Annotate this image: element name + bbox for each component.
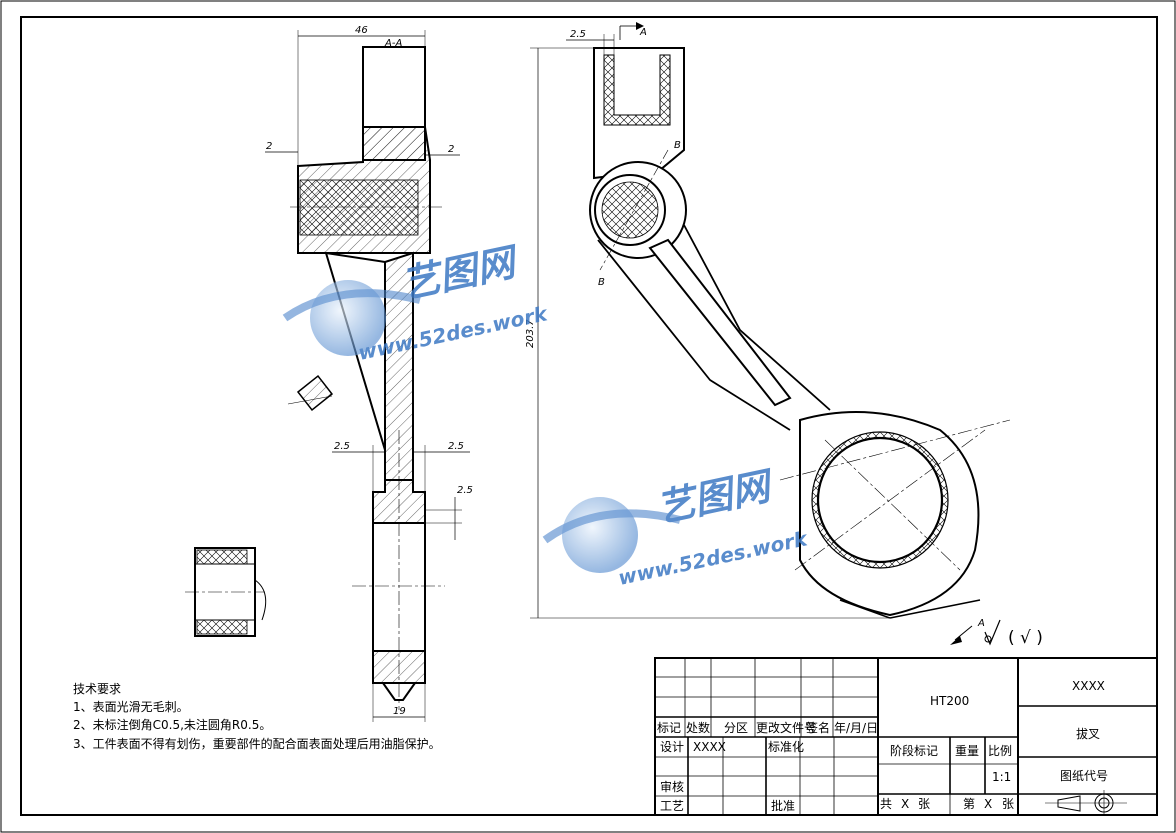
- dim-25-side: 2.5: [457, 485, 473, 496]
- cut-b-bottom: B: [598, 277, 605, 288]
- small-section-hub: [185, 547, 267, 637]
- dim-25-right: 2.5: [448, 441, 464, 452]
- main-view-fork: 203.7 2.5 A B B: [525, 22, 1011, 619]
- tech-item-1: 1、表面光滑无毛刺。: [73, 700, 189, 714]
- dim-25-top: 2.5: [570, 29, 586, 40]
- dim-19: 19: [393, 706, 406, 717]
- tb-weight: 重量: [955, 744, 979, 758]
- small-section-b: [287, 374, 334, 412]
- tb-sheets-x2: X: [984, 797, 992, 811]
- tb-mark: 标记: [657, 721, 681, 735]
- watermark-url-2: www.52des.work: [616, 526, 811, 590]
- title-block: [654, 657, 1158, 816]
- tb-approve: 批准: [771, 798, 795, 813]
- tech-title: 技术要求: [73, 682, 121, 696]
- cut-b-top: B: [674, 140, 681, 151]
- tech-item-3: 3、工件表面不得有划伤，重要部件的配合面表面处理后用油脂保护。: [73, 736, 441, 751]
- tb-part-name: 拔叉: [1076, 726, 1100, 741]
- tb-count: 处数: [686, 720, 710, 735]
- dim-46: 46: [355, 25, 368, 36]
- tb-company: XXXX: [1072, 679, 1105, 693]
- tb-page: 第: [963, 797, 975, 811]
- tech-item-2: 2、未标注倒角C0.5,未注圆角R0.5。: [73, 717, 271, 732]
- tb-stage-mark: 阶段标记: [890, 743, 938, 758]
- view-a-label: A: [639, 27, 647, 38]
- watermark-globe-icon-2: [562, 497, 638, 573]
- tb-zone: 分区: [724, 721, 748, 735]
- tb-sheets-x1: X: [901, 797, 909, 811]
- title-block-text: HT200 XXXX 拔叉 图纸代号 标记 处数 分区 更改文件号 签名 年/月…: [657, 679, 1108, 813]
- tb-standard: 标准化: [768, 740, 804, 754]
- rough-note: ( √ ): [1008, 628, 1043, 648]
- tb-sign: 签名: [806, 720, 830, 735]
- tb-change-doc: 更改文件号: [756, 720, 816, 735]
- section-view-aa: A-A 46 2 2 2.5 2.5 2.5 19: [265, 25, 473, 722]
- tb-review: 审核: [660, 779, 684, 794]
- dim-2037: 203.7: [525, 319, 536, 348]
- tb-zhang1: 张: [918, 797, 930, 811]
- tb-date: 年/月/日: [834, 721, 878, 735]
- tb-design: 设计: [660, 740, 684, 754]
- tb-zhang2: 张: [1002, 797, 1014, 811]
- tb-drawing-no-label: 图纸代号: [1060, 769, 1108, 783]
- dim-2-left: 2: [266, 141, 272, 152]
- tb-scale: 1:1: [992, 770, 1011, 784]
- dim-25-left: 2.5: [334, 441, 350, 452]
- tb-scale-label: 比例: [988, 744, 1012, 758]
- section-label: A-A: [384, 38, 402, 49]
- roughness-symbol: A ( √ ): [950, 618, 1043, 648]
- tb-total: 共: [880, 797, 892, 811]
- inner-frame: [20, 16, 1158, 816]
- tb-designer: XXXX: [693, 740, 726, 754]
- tech-requirements: 技术要求 1、表面光滑无毛刺。 2、未标注倒角C0.5,未注圆角R0.5。 3、…: [73, 682, 441, 751]
- tb-process: 工艺: [660, 799, 684, 813]
- rough-a-label: A: [977, 618, 985, 629]
- dim-2-right: 2: [448, 144, 454, 155]
- tb-material: HT200: [930, 694, 969, 708]
- watermark-2: 艺图网 www.52des.work: [542, 463, 811, 590]
- watermark-cn-2: 艺图网: [653, 463, 779, 531]
- watermark-1: 艺图网 www.52des.work: [282, 239, 551, 365]
